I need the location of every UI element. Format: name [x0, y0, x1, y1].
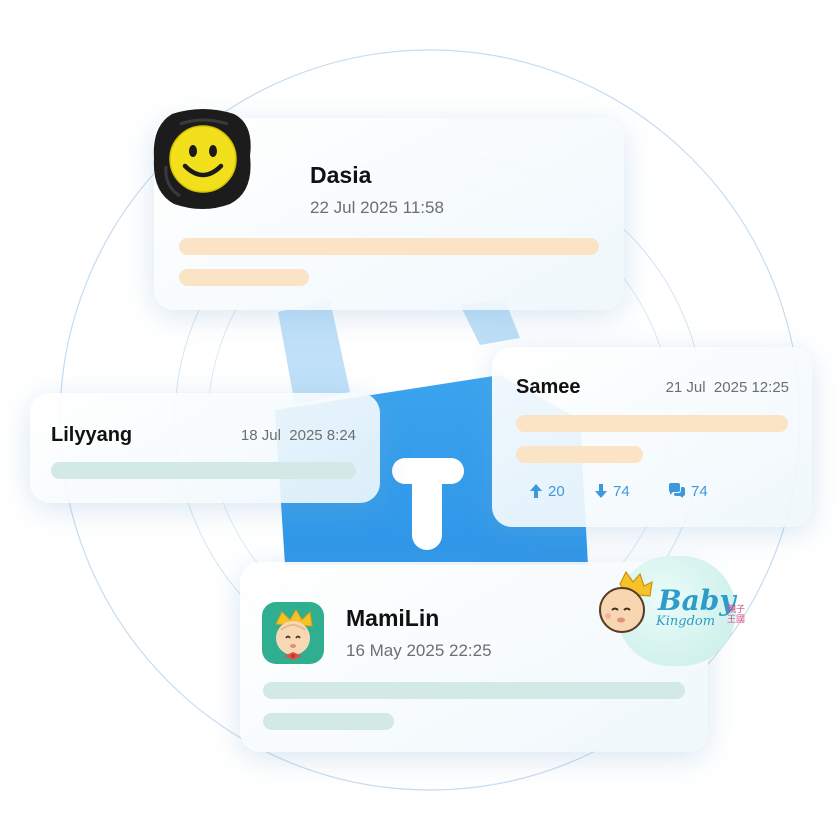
- brand-name-line1: Baby: [658, 584, 736, 617]
- content-placeholder-line: [516, 415, 788, 432]
- author-name: Samee: [516, 376, 581, 398]
- post-timestamp: 16 May 2025 22:25: [346, 641, 492, 660]
- smiley-avatar-icon: [153, 109, 251, 209]
- author-name: MamiLin: [346, 605, 440, 631]
- comment-count-value: 74: [691, 482, 708, 500]
- content-placeholder-line: [51, 462, 356, 479]
- author-name: Lilyyang: [51, 424, 133, 446]
- post-card-samee[interactable]: Samee 21 Jul 2025 12:25 20 74 74: [492, 347, 812, 527]
- upvote-count[interactable]: 20: [524, 479, 570, 503]
- down-arrow-icon: [595, 484, 607, 498]
- content-placeholder-line: [263, 682, 685, 699]
- post-timestamp: 18 Jul 2025 8:24: [240, 427, 356, 444]
- up-arrow-icon: [530, 484, 542, 498]
- post-timestamp: 22 Jul 2025 11:58: [310, 198, 444, 217]
- content-placeholder-line: [516, 446, 643, 463]
- author-name: Dasia: [310, 162, 372, 188]
- content-placeholder-line: [179, 238, 599, 255]
- baby-kingdom-avatar-icon: [262, 602, 324, 664]
- downvote-count-value: 74: [613, 482, 630, 500]
- upvote-count-value: 20: [548, 482, 565, 500]
- comments-icon: [669, 483, 685, 498]
- brand-name-line2: Kingdom: [656, 614, 716, 629]
- downvote-count[interactable]: 74: [589, 479, 635, 503]
- baby-face-logo-icon: [599, 570, 653, 633]
- content-placeholder-line: [263, 713, 394, 730]
- content-placeholder-line: [179, 269, 309, 286]
- post-card-lilyyang[interactable]: Lilyyang 18 Jul 2025 8:24: [30, 393, 380, 503]
- post-timestamp: 21 Jul 2025 12:25: [665, 379, 789, 396]
- brand-cjk-seal: 親子王國: [726, 604, 745, 624]
- comment-count[interactable]: 74: [663, 479, 713, 503]
- baby-kingdom-logo-badge: Baby Kingdom 親子王國: [588, 548, 748, 678]
